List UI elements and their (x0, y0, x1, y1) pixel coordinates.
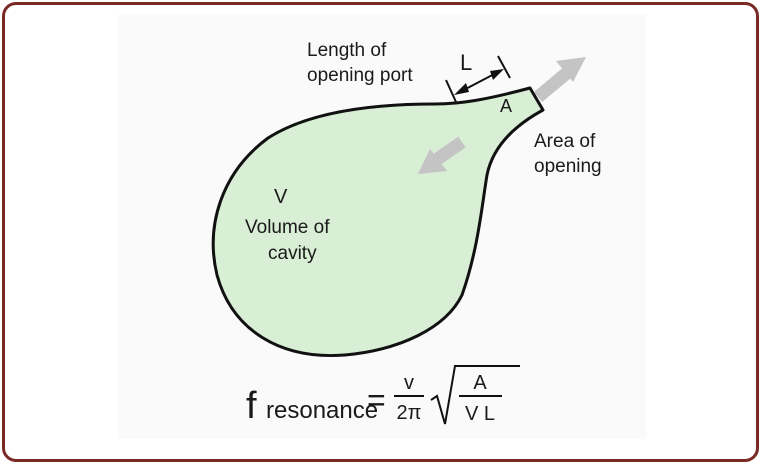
formula-equals: = (367, 382, 386, 418)
length-dimension-line (445, 55, 511, 103)
helmholtz-resonator-diagram: Length of opening port L A Area of openi… (211, 40, 602, 427)
cavity-shape (211, 86, 545, 358)
formula-radicand-denominator: V L (465, 403, 495, 425)
area-symbol: A (500, 96, 512, 116)
area-label-line2: opening (534, 156, 602, 177)
formula-numerator: v (404, 372, 414, 394)
resonance-formula: f resonance = v 2π A V L (246, 365, 520, 427)
volume-label-line1: Volume of (245, 217, 330, 238)
formula-radical-sign (430, 365, 520, 425)
length-label-line1: Length of (307, 40, 387, 61)
volume-label-line2: cavity (268, 243, 317, 264)
length-label-line2: opening port (307, 65, 413, 86)
area-label-line1: Area of (534, 131, 596, 152)
length-symbol: L (460, 50, 472, 75)
volume-symbol: V (274, 186, 288, 208)
inflow-arrow (418, 136, 466, 174)
formula-radicand-numerator: A (473, 372, 487, 394)
formula-subscript: resonance (266, 397, 378, 424)
outflow-arrow (533, 57, 586, 102)
formula-f: f (246, 385, 257, 427)
formula-denominator: 2π (397, 402, 422, 424)
